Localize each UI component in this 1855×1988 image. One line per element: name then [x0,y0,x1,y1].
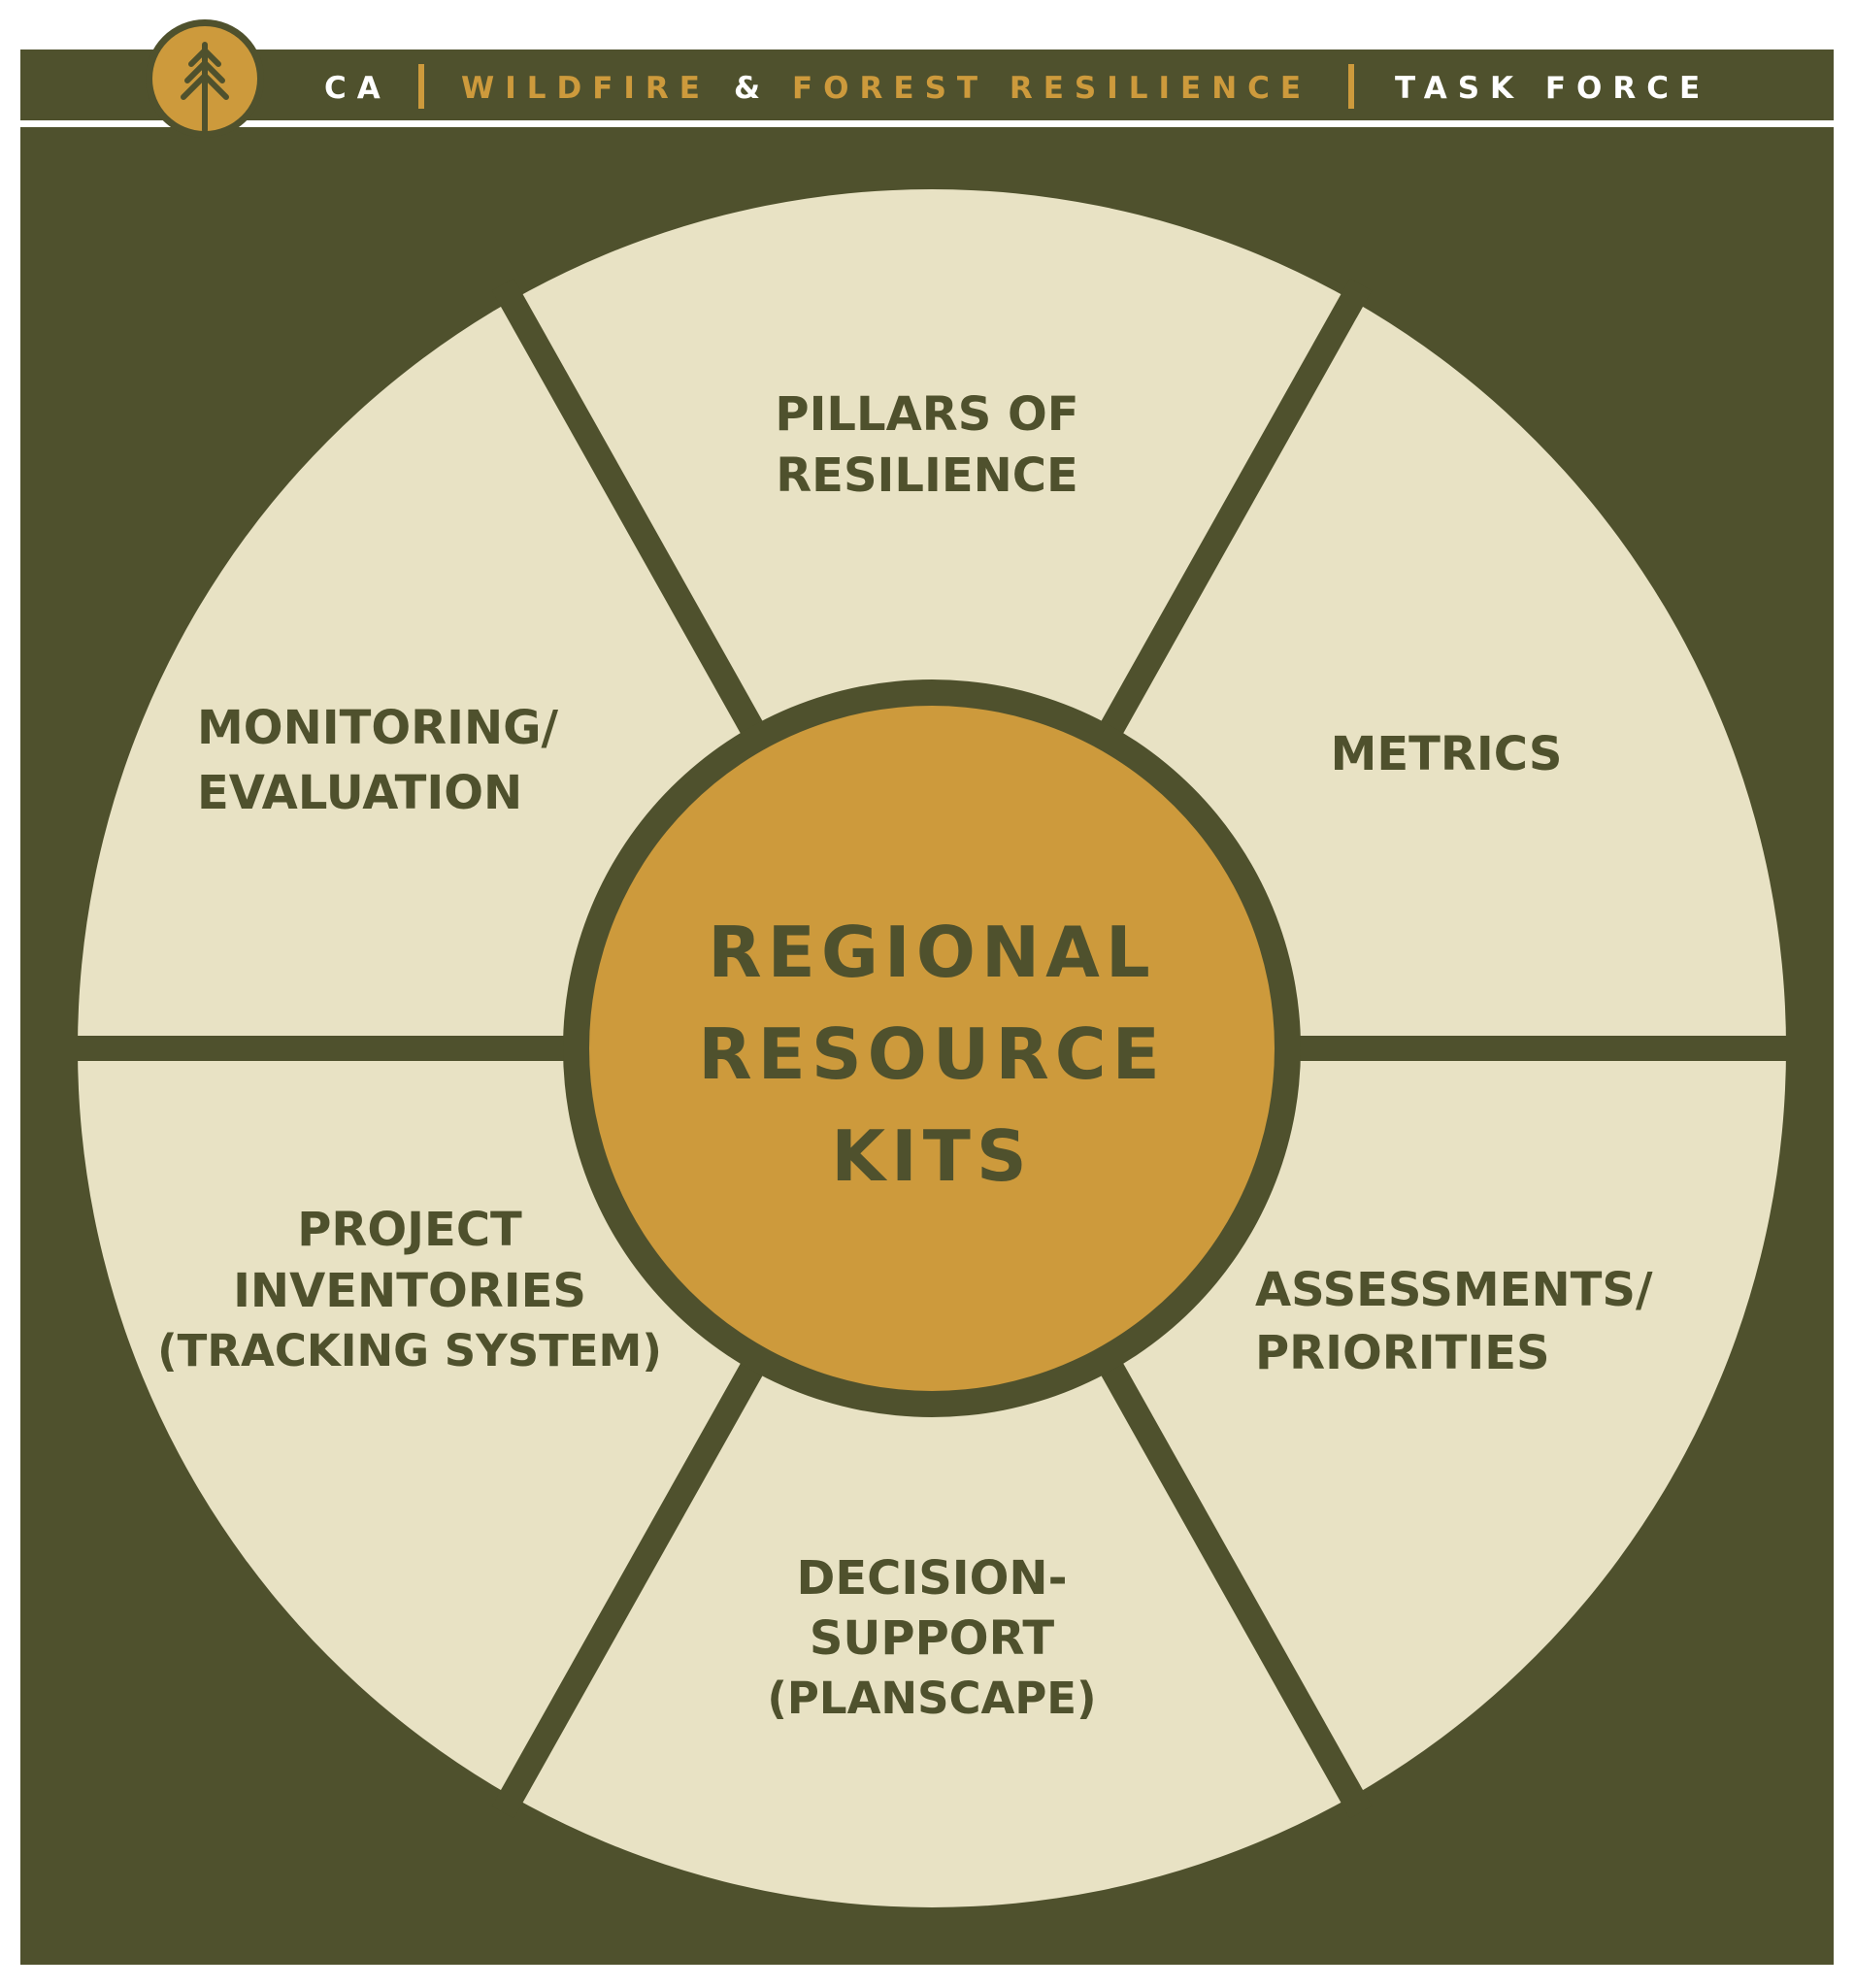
segment-label-line: DECISION- [796,1551,1067,1606]
segment-monitoring-evaluation: MONITORING/ EVALUATION [197,701,559,820]
header-divider [20,120,1834,124]
hub-circle [589,706,1275,1391]
segment-label-line: PILLARS OF [775,387,1078,442]
header-task-force: TASK FORCE [1395,71,1710,106]
segment-label-line: EVALUATION [197,766,522,820]
segment-pillars-of-resilience: PILLARS OF RESILIENCE [775,387,1078,503]
header-title: CA WILDFIRE & FOREST RESILIENCE TASK FOR… [324,64,1710,109]
header-ca: CA [324,71,391,106]
segment-label-line: (TRACKING SYSTEM) [157,1325,662,1376]
segment-decision-support: DECISION- SUPPORT (PLANSCAPE) [767,1551,1096,1724]
segment-label-line: SUPPORT [810,1611,1055,1666]
hub-label-line: REGIONAL [708,911,1156,993]
header-bar [20,50,1834,120]
hub-label-line: KITS [831,1115,1033,1197]
segment-label-line: MONITORING/ [197,701,559,755]
hub-label: REGIONAL RESOURCE KITS [698,911,1166,1197]
hub-label-line: RESOURCE [698,1013,1166,1095]
header-ampersand: & [734,71,771,106]
segment-label-line: RESILIENCE [776,448,1078,503]
segment-metrics: METRICS [1331,727,1563,781]
segment-label-line: INVENTORIES [233,1264,586,1318]
segment-label-line: PRIORITIES [1255,1326,1550,1380]
logo-badge [146,19,264,138]
header-separator [1348,64,1354,109]
segment-project-inventories: PROJECT INVENTORIES (TRACKING SYSTEM) [157,1203,662,1376]
header-forest-resilience: FOREST RESILIENCE [792,71,1311,106]
segment-label-line: METRICS [1331,727,1563,781]
header-separator [418,64,424,109]
pine-tree-icon [181,42,229,133]
segment-label-line: PROJECT [297,1203,522,1257]
segment-assessments-priorities: ASSESSMENTS/ PRIORITIES [1255,1263,1653,1380]
segment-label-line: (PLANSCAPE) [767,1673,1096,1724]
segment-label-line: ASSESSMENTS/ [1255,1263,1653,1317]
header-wildfire: WILDFIRE [461,71,711,106]
